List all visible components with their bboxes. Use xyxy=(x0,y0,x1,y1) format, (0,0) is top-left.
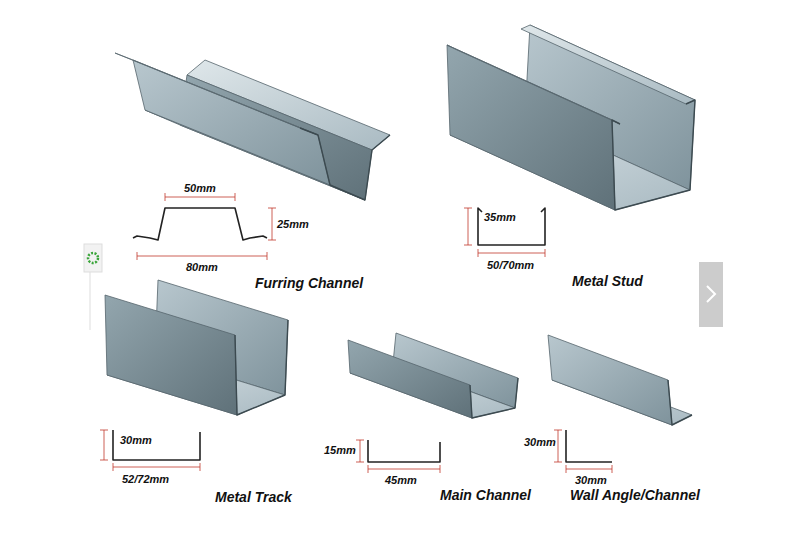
dimension-label: 30mm xyxy=(575,474,607,486)
furring-profile xyxy=(133,208,267,240)
dimension-label: 30mm xyxy=(120,434,152,446)
side-icon xyxy=(84,244,102,330)
dimension-label: 30mm xyxy=(524,436,556,448)
next-button xyxy=(699,262,723,327)
furring-channel-figure xyxy=(115,53,390,200)
dimension-label: 50/70mm xyxy=(487,259,534,271)
main-channel-figure xyxy=(348,333,518,418)
track-profile xyxy=(113,430,200,460)
name-label: Main Channel xyxy=(440,488,531,503)
dimension-label: 25mm xyxy=(277,218,309,230)
angle-profile xyxy=(566,430,612,462)
name-label: Metal Track xyxy=(215,490,292,505)
dimension-label: 45mm xyxy=(385,474,417,486)
main-channel-profile xyxy=(368,440,440,462)
dimension-lines xyxy=(100,193,612,473)
dimension-label: 35mm xyxy=(484,211,516,223)
stud-profile xyxy=(478,208,545,245)
wall-angle-figure xyxy=(548,335,692,425)
dimension-label: 52/72mm xyxy=(122,473,169,485)
dimension-label: 50mm xyxy=(184,182,216,194)
name-label: Furring Channel xyxy=(255,276,363,291)
dimension-label: 15mm xyxy=(324,444,356,456)
metal-track-figure xyxy=(105,280,288,415)
dimension-label: 80mm xyxy=(186,261,218,273)
metal-stud-figure xyxy=(447,25,695,210)
name-label: Wall Angle/Channel xyxy=(570,488,700,503)
name-label: Metal Stud xyxy=(572,274,643,289)
